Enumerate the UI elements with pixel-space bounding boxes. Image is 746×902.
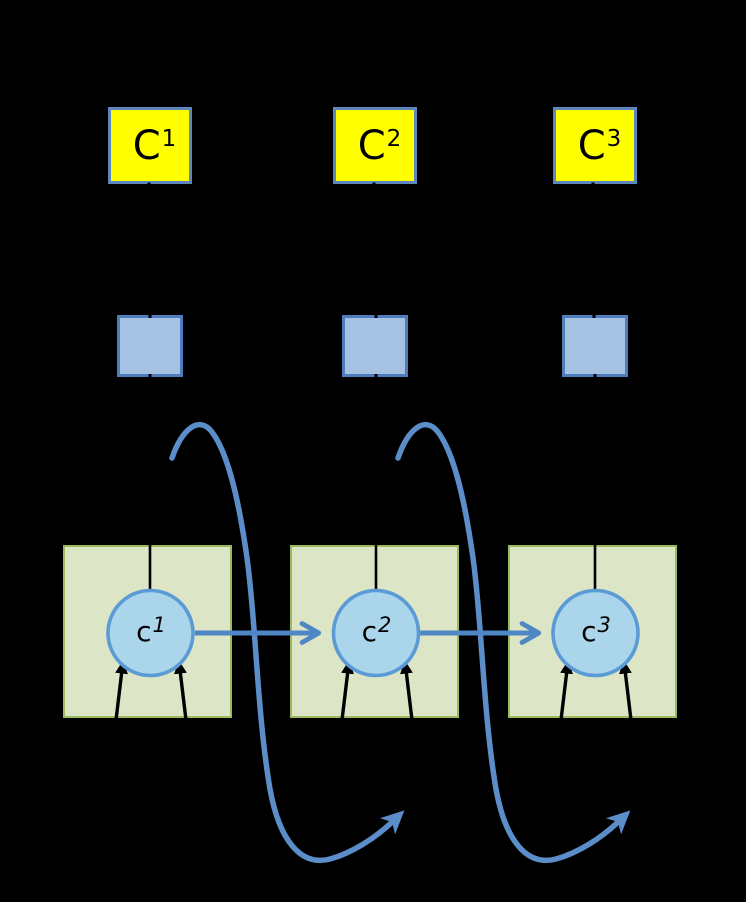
input-arrow-1b [174, 660, 188, 721]
context-box-3: C3 [553, 107, 637, 184]
cell-circle-1-label: c1 [136, 612, 166, 648]
cell-circle-1 [106, 588, 195, 678]
cell-circle-group [106, 588, 640, 678]
cell-circle-2 [331, 588, 421, 678]
context-box-1-label: C1 [132, 122, 177, 169]
cell-circle-3 [551, 588, 640, 678]
input-arrow-2b [400, 660, 414, 721]
top-connector-group [148, 545, 597, 594]
loop-arrow-2 [395, 421, 631, 864]
input-arrow-group [114, 660, 633, 721]
context-box-3-label: C3 [577, 122, 622, 169]
input-arrow-3b [619, 660, 633, 721]
loop-arrow-1 [169, 421, 405, 864]
input-arrow-1a [114, 660, 128, 721]
loop-arrow-group [169, 421, 631, 864]
cell-circle-3-label: c3 [581, 612, 611, 648]
context-box-2-label: C2 [357, 122, 402, 169]
cell-circle-2-label: c2 [361, 612, 392, 648]
connector-tick-group [147, 182, 597, 382]
input-arrow-2a [340, 660, 354, 721]
context-box-1: C1 [108, 107, 192, 184]
input-arrow-3a [559, 660, 573, 721]
